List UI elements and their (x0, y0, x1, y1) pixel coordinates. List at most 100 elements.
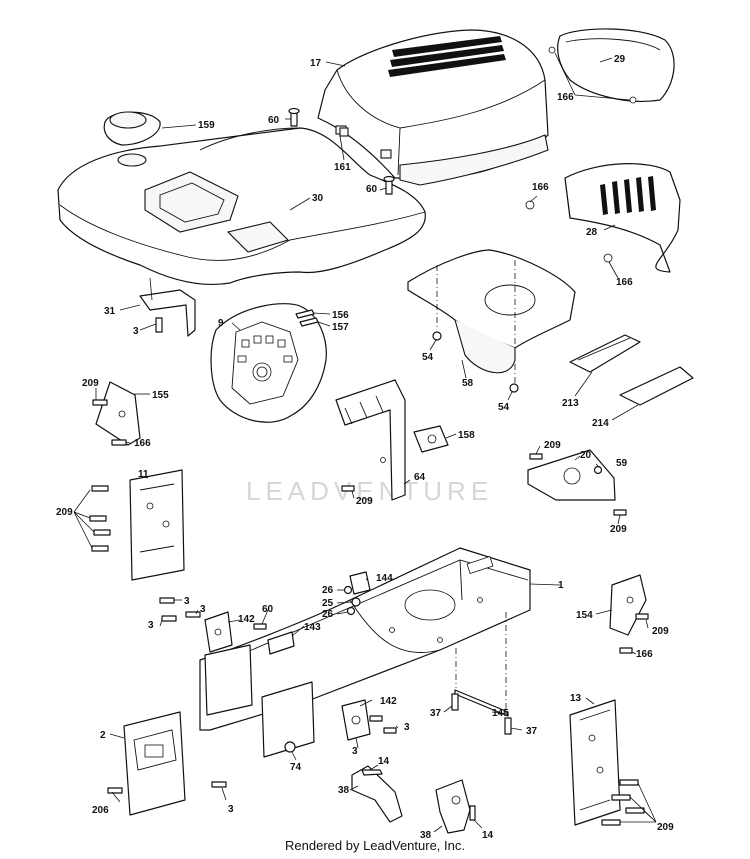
spring-14-a[interactable] (361, 769, 383, 776)
rod-145[interactable] (454, 612, 509, 717)
lever-38-b[interactable] (435, 779, 471, 834)
label-bolt-209-a[interactable]: 209 (82, 378, 99, 389)
label-bolt-26-b[interactable]: 26 (322, 609, 334, 620)
label-bolt-37-a[interactable]: 37 (430, 708, 442, 719)
hood-bracket-155[interactable] (95, 381, 141, 446)
label-bolt-26-a[interactable]: 26 (322, 585, 334, 596)
label-spring-14-b[interactable]: 14 (482, 830, 494, 841)
bolt-3-a[interactable] (159, 597, 175, 604)
bracket-screw[interactable] (155, 317, 163, 333)
label-nut-54-left[interactable]: 54 (422, 352, 434, 363)
clamp-158[interactable] (413, 425, 449, 453)
label-bolt-3-c[interactable]: 3 (148, 620, 154, 631)
bolt-37-b[interactable] (504, 717, 512, 735)
label-bumper[interactable]: 161 (334, 162, 351, 173)
plate-20[interactable] (527, 449, 616, 501)
dash-bracket-11[interactable] (129, 469, 185, 581)
label-screw-166-b[interactable]: 166 (636, 649, 653, 660)
label-plate-20[interactable]: 20 (580, 450, 592, 461)
bolt-209-g[interactable] (601, 779, 645, 826)
label-bolt-60[interactable]: 60 (262, 604, 274, 615)
label-bolt-209-c[interactable]: 209 (544, 440, 561, 451)
label-lever-38-b[interactable]: 38 (420, 830, 432, 841)
bolt-3-e[interactable] (383, 727, 397, 734)
hood-screws[interactable] (548, 46, 637, 104)
spring-14-b[interactable] (469, 805, 476, 821)
shield-213[interactable] (569, 334, 641, 373)
label-bolt-3-f[interactable]: 3 (228, 804, 234, 815)
bracket-142-a[interactable] (204, 611, 233, 653)
bolt-26-a[interactable] (343, 585, 353, 595)
label-hood[interactable]: 17 (310, 58, 322, 69)
label-bolt-209-b[interactable]: 209 (356, 496, 373, 507)
front-plate-2[interactable] (123, 711, 186, 816)
bolt-3-f[interactable] (211, 781, 227, 788)
cup-holder[interactable] (103, 111, 161, 146)
label-dash-support-64[interactable]: 64 (414, 472, 426, 483)
label-decal-156[interactable]: 156 (332, 310, 349, 321)
nut-54-left[interactable] (432, 331, 442, 341)
nut-54-right[interactable] (509, 383, 519, 393)
label-spring-14-a[interactable]: 14 (378, 756, 390, 767)
bolt-3-c[interactable] (161, 615, 177, 622)
label-bracket-screw[interactable]: 3 (133, 326, 139, 337)
label-part-143[interactable]: 143 (304, 622, 321, 633)
fender-screw-right[interactable] (383, 175, 395, 195)
label-hood-screws[interactable]: 166 (557, 92, 574, 103)
screw-206[interactable] (107, 787, 123, 794)
label-bolt-3-a[interactable]: 3 (184, 596, 190, 607)
nut-59[interactable] (593, 465, 603, 475)
label-rod-145[interactable]: 145 (492, 708, 509, 719)
grille-screw-bottom[interactable] (603, 253, 613, 263)
label-grille[interactable]: 28 (586, 227, 598, 238)
label-fender[interactable]: 30 (312, 193, 324, 204)
bracket-31[interactable] (139, 277, 196, 337)
bolt-209-f[interactable] (635, 613, 649, 620)
grille-screw-top[interactable] (525, 200, 535, 210)
label-bolt-209-d[interactable]: 209 (610, 524, 627, 535)
bolt-209-a[interactable] (92, 399, 108, 406)
label-bracket-31[interactable]: 31 (104, 306, 116, 317)
label-bolt-3-b[interactable]: 3 (200, 604, 206, 615)
label-nut-59[interactable]: 59 (616, 458, 628, 469)
label-grille-screw-bottom[interactable]: 166 (616, 277, 633, 288)
battery-tray[interactable] (407, 249, 576, 385)
label-nut-54-right[interactable]: 54 (498, 402, 510, 413)
label-battery-tray[interactable]: 58 (462, 378, 474, 389)
label-bolt-209-f[interactable]: 209 (652, 626, 669, 637)
bracket-142-b[interactable] (341, 699, 371, 741)
label-decal-214[interactable]: 214 (592, 418, 609, 429)
label-dash-panel[interactable]: 9 (218, 318, 224, 329)
label-frame[interactable]: 1 (558, 580, 564, 591)
label-hood-lens[interactable]: 29 (614, 54, 626, 65)
hitch-13[interactable] (569, 699, 621, 826)
hood[interactable] (317, 29, 549, 186)
label-dash-bracket-11[interactable]: 11 (138, 469, 149, 480)
bolt-3-d[interactable] (369, 715, 383, 722)
label-bolt-3-d[interactable]: 3 (404, 722, 410, 733)
label-washer-25[interactable]: 25 (322, 598, 334, 609)
washer-25[interactable] (351, 597, 361, 607)
grille[interactable] (564, 163, 681, 273)
bolt-60[interactable] (253, 623, 267, 630)
bolt-26-b[interactable] (346, 606, 356, 616)
bolt-37-a[interactable] (451, 693, 459, 711)
label-lever-38-a[interactable]: 38 (338, 785, 350, 796)
label-clamp-158[interactable]: 158 (458, 430, 475, 441)
label-bolt-3-e[interactable]: 3 (352, 746, 358, 757)
decal-214[interactable] (619, 366, 694, 406)
label-fender-screw-left[interactable]: 60 (268, 115, 280, 126)
label-fender-screw-right[interactable]: 60 (366, 184, 378, 195)
dash-panel[interactable] (210, 303, 327, 423)
bolt-209-e[interactable] (89, 485, 111, 552)
label-bolt-209-e[interactable]: 209 (56, 507, 73, 518)
screw-166-b[interactable] (619, 647, 633, 654)
hood-lens[interactable] (557, 28, 675, 102)
screw-166-a[interactable] (111, 439, 127, 446)
part-143[interactable] (267, 631, 295, 655)
bolt-209-c[interactable] (529, 453, 543, 460)
label-shield-213[interactable]: 213 (562, 398, 579, 409)
fender-screw-left[interactable] (288, 107, 300, 127)
label-grille-screw-top[interactable]: 166 (532, 182, 549, 193)
decal-156[interactable] (295, 309, 315, 319)
